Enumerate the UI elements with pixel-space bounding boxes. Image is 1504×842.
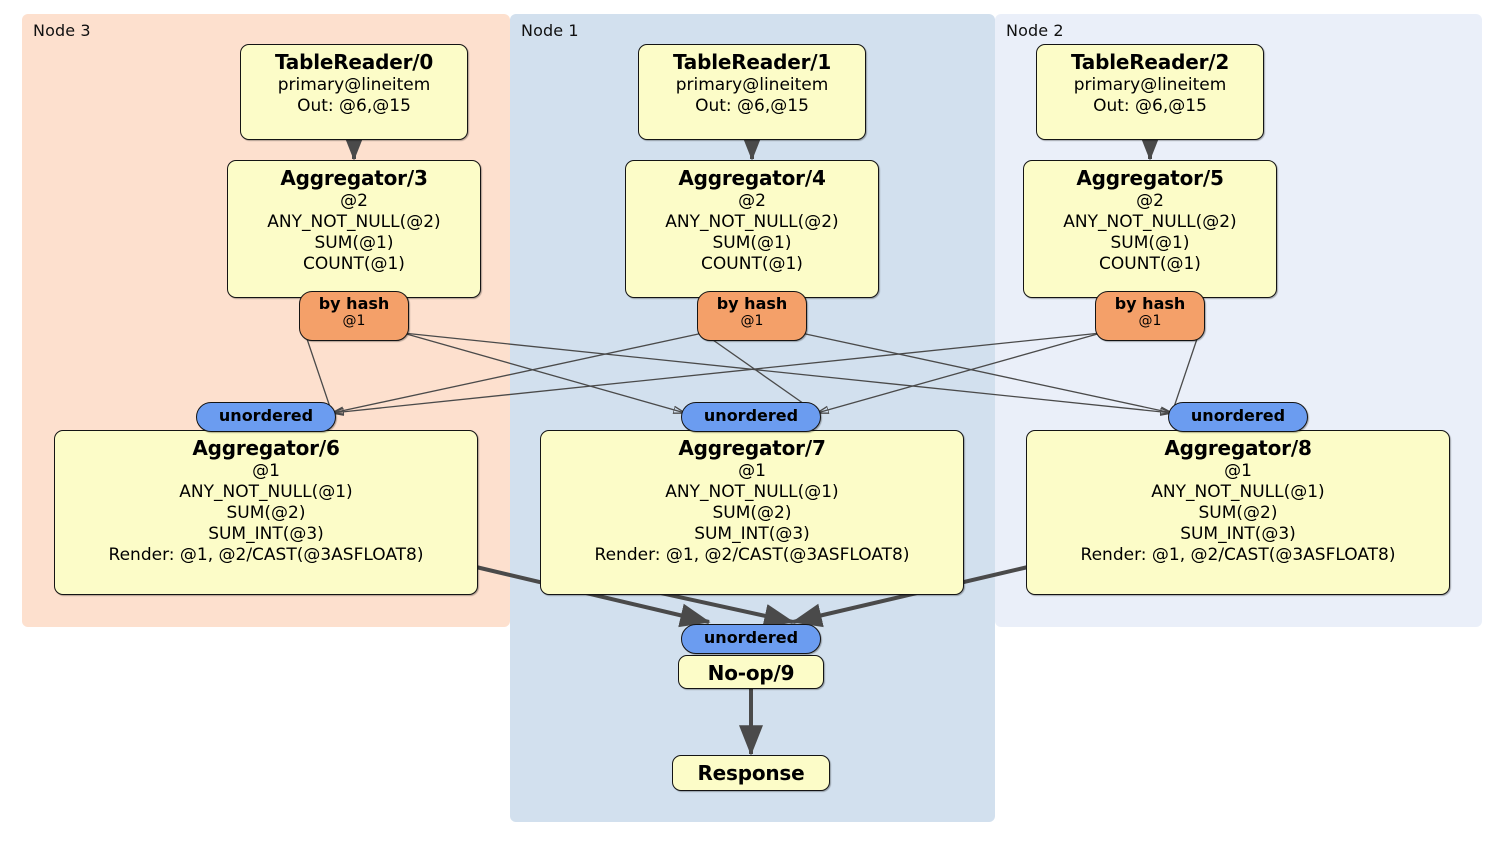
hash-router-label: by hash	[1114, 294, 1186, 313]
unordered-label: unordered	[1190, 406, 1286, 425]
table-reader-tr0-line-2: Out: @6,@15	[297, 96, 411, 116]
final-aggregator-agg6-line-1: @1	[252, 461, 280, 481]
shuffle-edge-hash0-to-un1	[402, 332, 685, 413]
table-reader-tr1-line-2: Out: @6,@15	[695, 96, 809, 116]
table-reader-tr0-line-1: primary@lineitem	[277, 75, 431, 95]
node-panel-label-node3: Node 3	[33, 21, 91, 40]
final-aggregator-agg8-title: Aggregator/8	[1164, 436, 1312, 460]
shuffle-edge-hash2-to-un0	[332, 332, 1102, 413]
local-aggregator-agg5-title: Aggregator/5	[1076, 166, 1224, 190]
shuffle-edge-hash0-to-un0	[304, 332, 333, 414]
local-aggregator-agg5-line-2: ANY_NOT_NULL(@2)	[1063, 212, 1237, 232]
local-aggregator-agg4-line-3: SUM(@1)	[712, 233, 792, 253]
final-aggregator-agg8-line-1: @1	[1224, 461, 1252, 481]
hash-router-column: @1	[740, 313, 764, 329]
table-reader-tr1-line-1: primary@lineitem	[675, 75, 829, 95]
final-aggregator-agg6-title: Aggregator/6	[192, 436, 340, 460]
noop-node-title: No-op/9	[707, 661, 795, 685]
table-reader-tr2-line-1: primary@lineitem	[1073, 75, 1227, 95]
local-aggregator-agg4-title: Aggregator/4	[678, 166, 826, 190]
table-reader-tr2-line-2: Out: @6,@15	[1093, 96, 1207, 116]
unordered-synchronizer-un2[interactable]: unordered	[1168, 402, 1308, 432]
shuffle-edges	[304, 332, 1200, 414]
local-aggregator-agg5-line-4: COUNT(@1)	[1099, 254, 1201, 274]
table-reader-tr0-title: TableReader/0	[274, 50, 434, 74]
unordered-synchronizer-un0[interactable]: unordered	[196, 402, 336, 432]
final-aggregator-agg8-line-2: ANY_NOT_NULL(@1)	[1151, 482, 1325, 502]
local-aggregator-agg3-line-2: ANY_NOT_NULL(@2)	[267, 212, 441, 232]
final-aggregator-agg6-line-5: Render: @1, @2/CAST(@3ASFLOAT8)	[108, 545, 424, 565]
local-aggregator-agg4-line-2: ANY_NOT_NULL(@2)	[665, 212, 839, 232]
shuffle-edge-hash1-to-un1	[702, 332, 818, 414]
final-aggregator-agg6-line-4: SUM_INT(@3)	[208, 524, 324, 544]
hash-router-hash0[interactable]: by hash@1	[299, 291, 409, 341]
final-aggregator-agg7-line-2: ANY_NOT_NULL(@1)	[665, 482, 839, 502]
final-aggregator-agg7-line-4: SUM_INT(@3)	[694, 524, 810, 544]
shuffle-edge-hash0-to-un2	[402, 332, 1172, 413]
response-node-title: Response	[697, 761, 805, 785]
hash-router-hash1[interactable]: by hash@1	[697, 291, 807, 341]
final-aggregator-agg6-line-2: ANY_NOT_NULL(@1)	[179, 482, 353, 502]
hash-router-column: @1	[1138, 313, 1162, 329]
hash-router-column: @1	[342, 313, 366, 329]
local-aggregator-agg4-line-4: COUNT(@1)	[701, 254, 803, 274]
local-aggregator-agg3-line-3: SUM(@1)	[314, 233, 394, 253]
hash-router-hash2[interactable]: by hash@1	[1095, 291, 1205, 341]
unordered-label: unordered	[703, 406, 799, 425]
final-aggregator-agg7-line-5: Render: @1, @2/CAST(@3ASFLOAT8)	[594, 545, 910, 565]
node-panel-label-node2: Node 2	[1006, 21, 1064, 40]
final-aggregator-agg8-line-5: Render: @1, @2/CAST(@3ASFLOAT8)	[1080, 545, 1396, 565]
unordered-label: unordered	[218, 406, 314, 425]
hash-router-label: by hash	[318, 294, 390, 313]
hash-router-label: by hash	[716, 294, 788, 313]
final-aggregator-agg8-line-4: SUM_INT(@3)	[1180, 524, 1296, 544]
local-aggregator-agg5-line-1: @2	[1136, 191, 1164, 211]
shuffle-edge-hash2-to-un2	[1171, 332, 1200, 414]
unordered-label: unordered	[703, 628, 799, 647]
local-aggregator-agg4-line-1: @2	[738, 191, 766, 211]
unordered-synchronizer-un1[interactable]: unordered	[681, 402, 821, 432]
node-panel-label-node1: Node 1	[521, 21, 579, 40]
noop-node[interactable]: No-op/9	[678, 655, 824, 689]
final-aggregator-agg7-line-3: SUM(@2)	[712, 503, 792, 523]
shuffle-edge-hash1-to-un2	[800, 332, 1172, 413]
final-aggregator-agg7-title: Aggregator/7	[678, 436, 826, 460]
table-reader-tr1-title: TableReader/1	[672, 50, 832, 74]
local-aggregator-agg3-line-1: @2	[340, 191, 368, 211]
local-aggregator-agg3-title: Aggregator/3	[280, 166, 428, 190]
table-reader-tr2-title: TableReader/2	[1070, 50, 1230, 74]
final-aggregator-agg6-line-3: SUM(@2)	[226, 503, 306, 523]
local-aggregator-agg3-line-4: COUNT(@1)	[303, 254, 405, 274]
response-node[interactable]: Response	[672, 755, 830, 791]
local-aggregator-agg5-line-3: SUM(@1)	[1110, 233, 1190, 253]
final-aggregator-agg8-line-3: SUM(@2)	[1198, 503, 1278, 523]
unordered-synchronizer-unfinal[interactable]: unordered	[681, 624, 821, 654]
final-aggregator-agg7-line-1: @1	[738, 461, 766, 481]
shuffle-edge-hash2-to-un1	[817, 332, 1102, 413]
shuffle-edge-hash1-to-un0	[332, 332, 704, 413]
